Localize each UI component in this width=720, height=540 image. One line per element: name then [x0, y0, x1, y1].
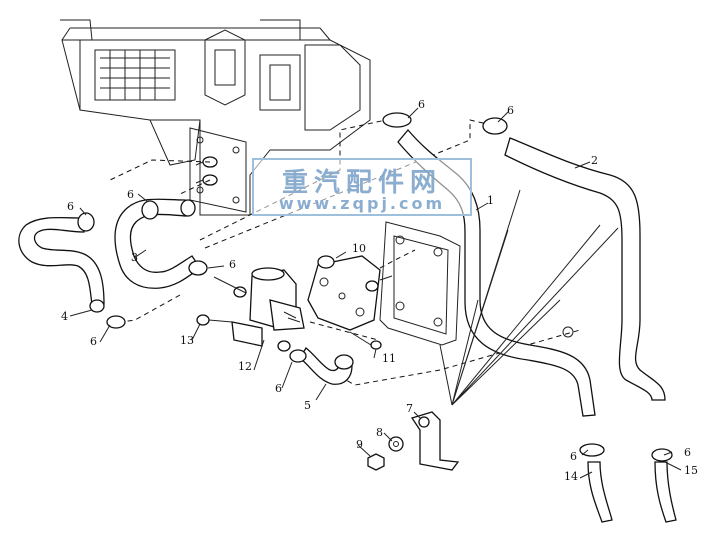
callout-12: 12 — [238, 360, 252, 373]
callout-labels: 1 2 3 4 5 6 6 6 6 6 6 6 6 6 7 8 9 10 11 … — [61, 98, 698, 483]
cooler-plate — [379, 221, 574, 346]
callout-5: 5 — [304, 399, 311, 412]
part-11-screw — [349, 331, 382, 350]
leader-lines — [69, 107, 682, 479]
callout-6: 6 — [229, 258, 236, 271]
callout-8: 8 — [376, 426, 383, 439]
callout-6: 6 — [127, 188, 134, 201]
callout-13: 13 — [180, 334, 194, 347]
engine-block — [60, 19, 371, 216]
callout-15: 15 — [684, 464, 698, 477]
part-13-screw — [196, 314, 233, 326]
callout-3: 3 — [131, 251, 138, 264]
callout-14: 14 — [564, 470, 578, 483]
hose-2 — [504, 137, 666, 401]
hose-5 — [299, 347, 354, 385]
callout-6: 6 — [570, 450, 577, 463]
part-12-valve — [213, 267, 305, 352]
hose-15 — [654, 461, 677, 523]
part-10-manifold — [307, 255, 393, 331]
callout-6: 6 — [67, 200, 74, 213]
watermark-title: 重汽配件网 — [281, 168, 442, 198]
callout-6: 6 — [275, 382, 282, 395]
callout-1: 1 — [487, 194, 494, 207]
hose-4 — [18, 216, 105, 313]
callout-7: 7 — [406, 402, 413, 415]
callout-11: 11 — [382, 352, 396, 365]
callout-4: 4 — [61, 310, 68, 323]
hose-14 — [587, 461, 613, 523]
callout-2: 2 — [591, 154, 598, 167]
watermark: 重汽配件网 www.zqpj.com — [252, 158, 472, 216]
callout-9: 9 — [356, 438, 363, 451]
callout-6: 6 — [684, 446, 691, 459]
watermark-url: www.zqpj.com — [278, 194, 446, 213]
callout-6: 6 — [507, 104, 514, 117]
nut-9 — [367, 453, 385, 471]
leader-fan — [439, 189, 619, 406]
washer-8 — [388, 436, 404, 452]
callout-6: 6 — [90, 335, 97, 348]
bracket-7 — [410, 411, 460, 471]
hose-clamps — [77, 112, 673, 462]
callout-6: 6 — [418, 98, 425, 111]
callout-10: 10 — [352, 242, 366, 255]
